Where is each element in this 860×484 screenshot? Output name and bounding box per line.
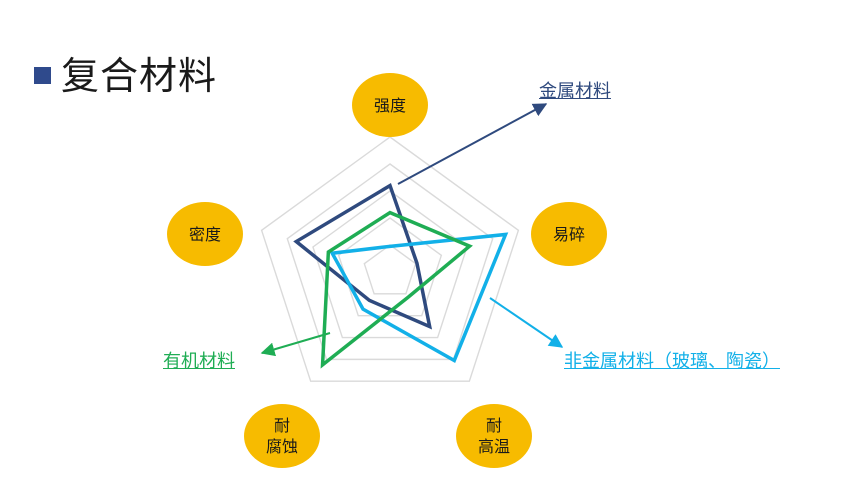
series-organic-polygon	[320, 210, 473, 369]
grid-ring-4	[286, 163, 494, 361]
axis-label-density: 密度	[167, 202, 243, 266]
slide-title-group: 复合材料	[34, 44, 217, 100]
title-bullet	[34, 66, 51, 84]
label-nonmetal: 非金属材料（玻璃、陶瓷）	[564, 351, 780, 372]
axis-label-heat-resistance: 耐 高温	[456, 404, 532, 468]
series-nonmetal-polygon	[329, 232, 509, 363]
label-organic: 有机材料	[163, 351, 235, 372]
radar-grid	[260, 136, 520, 382]
grid-ring-1	[363, 244, 417, 295]
slide-title: 复合材料	[61, 53, 218, 98]
grid-ring-5	[260, 136, 520, 382]
axis-label-corrosion-resistance: 耐 腐蚀	[244, 404, 320, 468]
arrow-metal	[397, 103, 548, 185]
axis-label-strength: 强度	[352, 73, 428, 137]
grid-ring-3	[312, 190, 468, 339]
arrow-nonmetal	[489, 297, 564, 348]
series-metal-polygon	[293, 182, 433, 330]
arrow-organic	[260, 332, 331, 357]
label-metal: 金属材料	[539, 81, 611, 102]
axis-label-brittle: 易碎	[531, 202, 607, 266]
legend-arrows	[260, 103, 564, 357]
grid-ring-2	[337, 217, 443, 317]
radar-series	[293, 182, 509, 369]
